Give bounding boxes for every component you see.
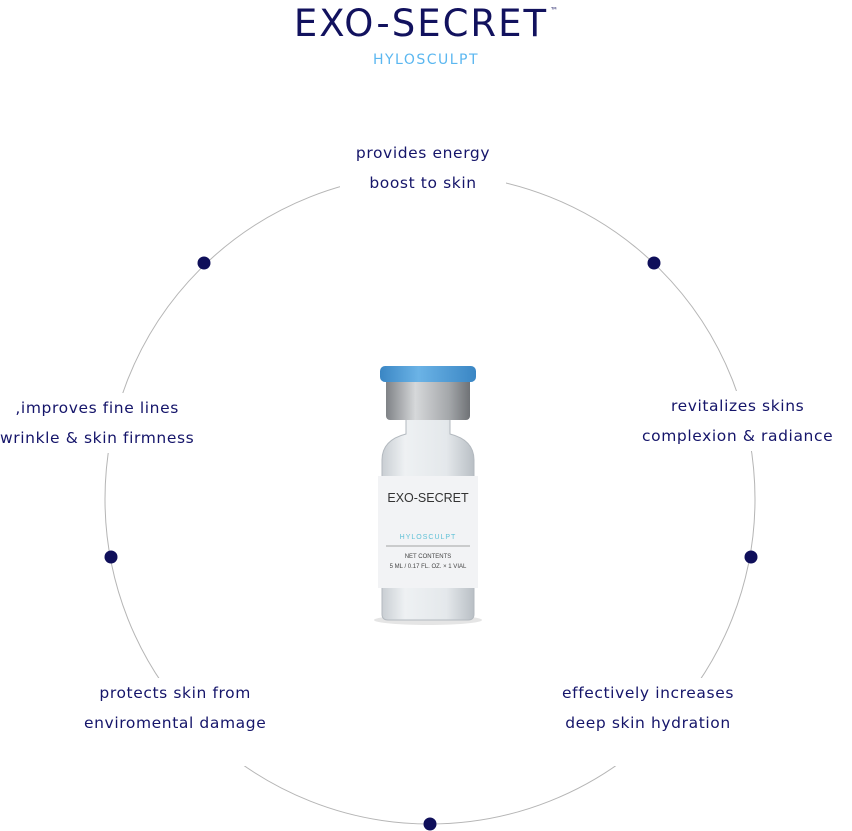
ring-dot [104, 550, 118, 564]
brand-subtitle: HYLOSCULPT [372, 52, 480, 68]
benefit-line: deep skin hydration [565, 714, 731, 732]
product-vial-image: EXO-SECRET HYLOSCULPT NET CONTENTS 5 ML … [374, 366, 482, 625]
vial-label-line: HYLOSCULPT [400, 534, 457, 541]
ring-dot [423, 817, 437, 831]
benefit-line: wrinkle & skin firmness [0, 429, 195, 447]
vial-volume: 5 ML / 0.17 FL. OZ. × 1 VIAL [390, 564, 467, 570]
vial-label-brand: EXO-SECRET [387, 491, 469, 505]
benefit-line: enviromental damage [84, 714, 267, 732]
benefit-line: boost to skin [369, 174, 477, 192]
benefit-radiance: revitalizes skins complexion & radiance [630, 391, 834, 451]
benefit-line: provides energy [355, 144, 491, 162]
benefit-line: revitalizes skins [670, 397, 805, 415]
benefit-line: protects skin from [99, 684, 251, 702]
benefit-line: effectively increases [562, 684, 735, 702]
brand-name: EXO-SECRET [293, 2, 549, 45]
trademark: ™ [550, 6, 561, 15]
ring-dot [647, 256, 661, 270]
ring-dot [197, 256, 211, 270]
benefit-hydration: effectively increases deep skin hydratio… [548, 678, 749, 766]
benefit-firmness: ,improves fine lines wrinkle & skin firm… [0, 393, 207, 453]
benefit-energy: provides energy boost to skin [340, 138, 506, 212]
benefit-protection: protects skin from enviromental damage [70, 678, 281, 766]
benefit-line: complexion & radiance [642, 427, 834, 445]
vial-net-contents: NET CONTENTS [405, 554, 452, 560]
benefit-line: ,improves fine lines [15, 399, 179, 417]
ring-dot [744, 550, 758, 564]
